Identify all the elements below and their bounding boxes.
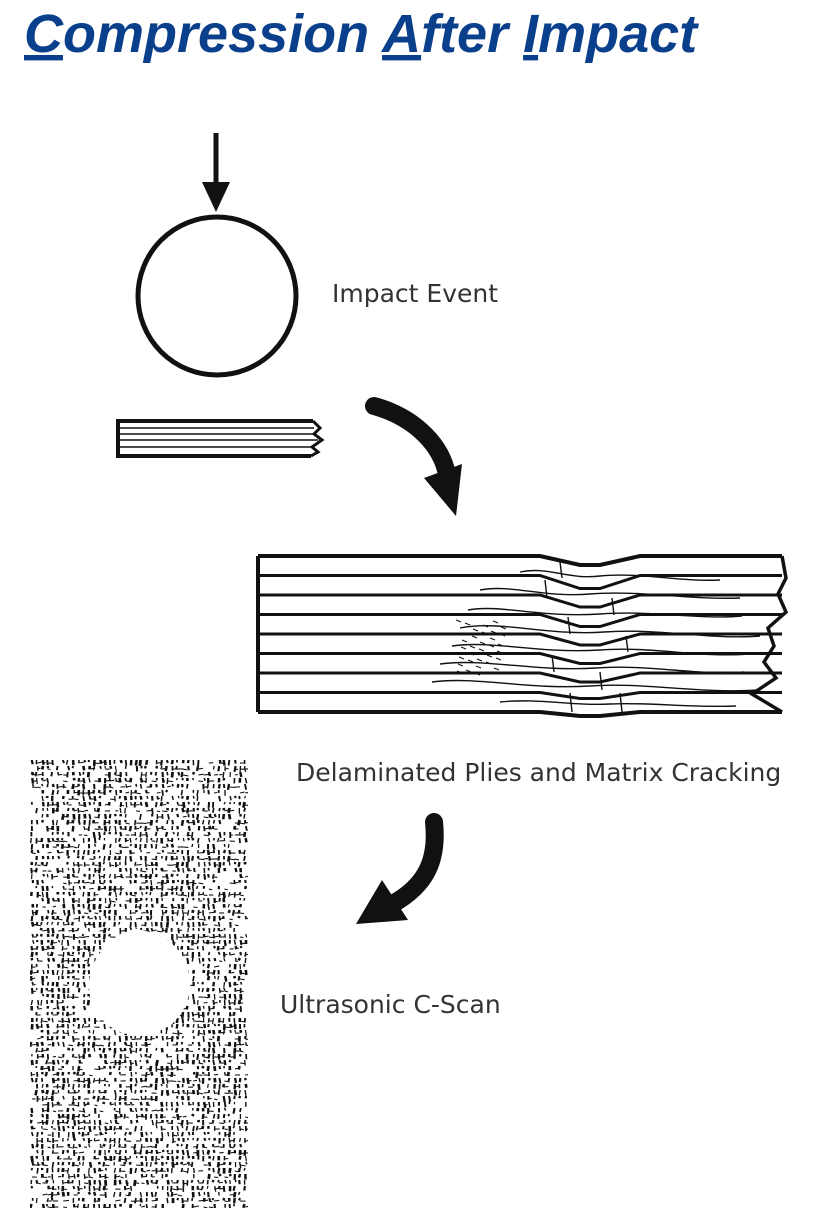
title-segment: I	[523, 4, 539, 64]
title-segment: C	[24, 4, 64, 64]
arrow-down-icon	[202, 133, 230, 212]
title-segment: A	[380, 4, 421, 64]
curved-arrow-icon	[356, 813, 444, 924]
curved-arrow-icon	[365, 397, 462, 516]
delaminated-laminate	[256, 554, 789, 718]
ultrasonic-cscan-image	[30, 760, 248, 1208]
impact-event-label: Impact Event	[332, 279, 498, 308]
damage-zone	[88, 928, 191, 1036]
title-segment: fter	[421, 4, 523, 64]
cscan-label: Ultrasonic C-Scan	[280, 990, 501, 1019]
laminate-plate	[116, 419, 325, 458]
title-segment: ompression	[63, 4, 382, 64]
delamination-label: Delaminated Plies and Matrix Cracking	[296, 758, 781, 787]
page-title: Compression After Impact	[24, 4, 699, 64]
impactor-circle	[135, 214, 299, 378]
title-segment: mpact	[538, 4, 699, 64]
